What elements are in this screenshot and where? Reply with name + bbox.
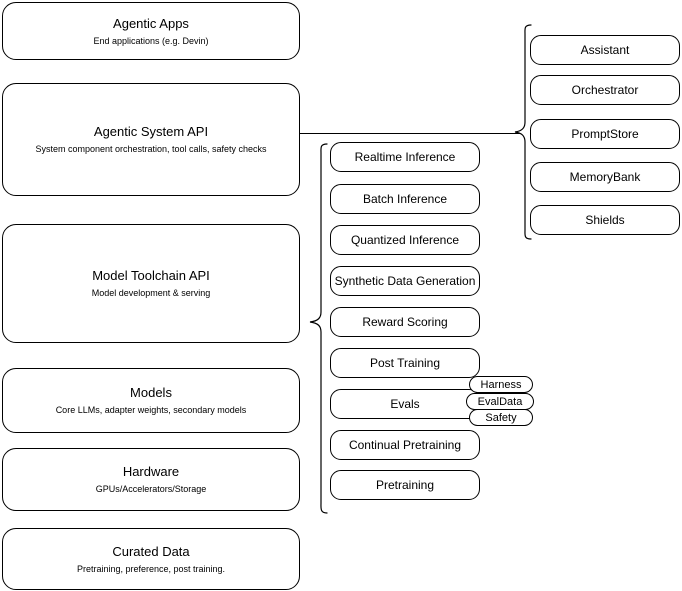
layer-subtitle: Pretraining, preference, post training. — [76, 563, 226, 574]
component-label: Assistant — [580, 43, 630, 57]
layer-box-hardware[interactable]: Hardware GPUs/Accelerators/Storage — [2, 448, 300, 511]
capability-label: Batch Inference — [362, 192, 448, 206]
capability-box-realtime-inference[interactable]: Realtime Inference — [330, 142, 480, 172]
layer-subtitle: Model development & serving — [91, 288, 211, 298]
layer-box-curated-data[interactable]: Curated Data Pretraining, preference, po… — [2, 528, 300, 590]
eval-pill-harness[interactable]: Harness — [469, 376, 533, 393]
capability-label: Quantized Inference — [350, 233, 460, 247]
capability-label: Post Training — [369, 356, 441, 370]
layer-title: Agentic Apps — [113, 15, 189, 31]
eval-pill-label: EvalData — [477, 395, 523, 408]
layer-box-model-toolchain-api[interactable]: Model Toolchain API Model development & … — [2, 224, 300, 343]
capability-label: Continual Pretraining — [348, 438, 462, 452]
eval-pill-label: Safety — [485, 411, 517, 424]
capability-box-evals[interactable]: Evals — [330, 389, 480, 419]
layer-title: Curated Data — [112, 543, 190, 559]
component-box-shields[interactable]: Shields — [530, 205, 680, 235]
eval-pill-label: Harness — [480, 378, 522, 391]
component-label: Orchestrator — [571, 83, 639, 97]
capability-label: Pretraining — [375, 478, 435, 492]
layer-subtitle: End applications (e.g. Devin) — [93, 35, 209, 46]
capability-box-batch-inference[interactable]: Batch Inference — [330, 184, 480, 214]
eval-pill-safety[interactable]: Safety — [469, 409, 533, 426]
capability-box-synthetic-data-generation[interactable]: Synthetic Data Generation — [330, 266, 480, 296]
layer-title: Model Toolchain API — [92, 268, 210, 283]
capability-box-pretraining[interactable]: Pretraining — [330, 470, 480, 500]
component-label: Shields — [585, 213, 625, 227]
layer-box-agentic-system-api[interactable]: Agentic System API System component orch… — [2, 83, 300, 196]
layer-box-models[interactable]: Models Core LLMs, adapter weights, secon… — [2, 368, 300, 433]
capability-label: Evals — [390, 397, 420, 411]
capability-label: Realtime Inference — [354, 150, 456, 164]
brace-toolchain-capabilities — [309, 143, 328, 514]
capability-box-reward-scoring[interactable]: Reward Scoring — [330, 307, 480, 337]
layer-title: Models — [130, 385, 172, 400]
layer-subtitle: GPUs/Accelerators/Storage — [95, 484, 207, 494]
component-box-memorybank[interactable]: MemoryBank — [530, 162, 680, 192]
layer-subtitle: System component orchestration, tool cal… — [35, 144, 267, 154]
layer-title: Agentic System API — [93, 124, 209, 139]
capability-label: Reward Scoring — [362, 315, 448, 329]
eval-pill-evaldata[interactable]: EvalData — [466, 393, 534, 410]
component-box-orchestrator[interactable]: Orchestrator — [530, 75, 680, 105]
capability-box-post-training[interactable]: Post Training — [330, 348, 480, 378]
capability-box-continual-pretraining[interactable]: Continual Pretraining — [330, 430, 480, 460]
component-label: MemoryBank — [569, 170, 641, 184]
capability-box-quantized-inference[interactable]: Quantized Inference — [330, 225, 480, 255]
component-box-promptstore[interactable]: PromptStore — [530, 119, 680, 149]
layer-subtitle: Core LLMs, adapter weights, secondary mo… — [55, 405, 247, 415]
layer-title: Hardware — [122, 464, 180, 479]
component-label: PromptStore — [571, 127, 639, 141]
layer-box-agentic-apps[interactable]: Agentic Apps End applications (e.g. Devi… — [2, 2, 300, 60]
capability-label: Synthetic Data Generation — [334, 274, 476, 288]
connector-line-system-api-to-components — [300, 133, 520, 134]
component-box-assistant[interactable]: Assistant — [530, 35, 680, 65]
